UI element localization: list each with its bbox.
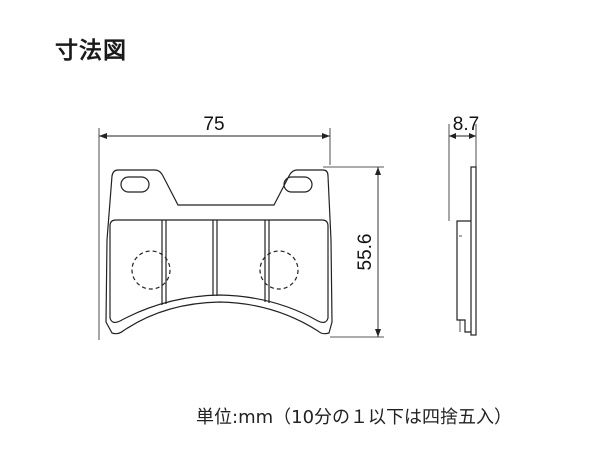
right-mounting-hole [283, 176, 313, 193]
unit-note: 単位:mm（10分の１以下は四捨五入） [196, 407, 513, 428]
side-view-backing-plate [470, 166, 477, 336]
width-dimension-label: 75 [203, 114, 224, 135]
friction-material-outline [109, 219, 329, 324]
pad-backing-plate-outline [105, 169, 333, 335]
page-title: 寸法図 [55, 38, 127, 64]
left-mounting-hole [120, 176, 150, 193]
thickness-dimension-label: 8.7 [453, 114, 479, 135]
left-piston-circle [131, 250, 171, 290]
side-view-friction-material [456, 220, 471, 333]
height-dimension-label: 55.6 [355, 234, 376, 271]
right-piston-circle [259, 250, 299, 290]
